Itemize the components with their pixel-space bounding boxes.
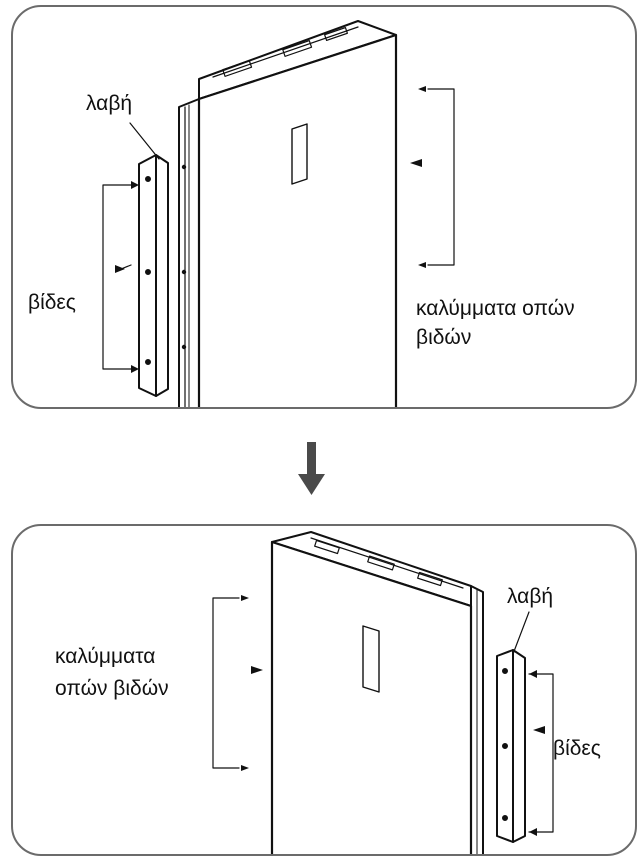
screw-icon [502, 668, 508, 674]
hole-covers-bracket [212, 597, 240, 769]
screws-bracket [528, 673, 554, 833]
screw-icon [529, 670, 545, 836]
step-1-illustration [102, 20, 455, 407]
hole-cover-icon [241, 595, 263, 771]
screw-icon [502, 743, 508, 749]
hole-covers-label-line2: οπών βιδών [55, 677, 169, 700]
screw-icon [145, 176, 151, 182]
handle [496, 649, 526, 843]
door-front-face [197, 33, 398, 407]
handle-label: λαβή [507, 585, 554, 608]
hole-covers-label-line1: καλύμματα [55, 645, 156, 668]
door-display-cutout [362, 625, 380, 693]
hole-covers-bracket [427, 88, 455, 266]
door-front-face [270, 540, 473, 854]
hole-cover-icon [410, 86, 426, 268]
door-side-edge [470, 585, 484, 854]
step-1-panel: λαβή βίδες καλύμματα οπών βιδών [11, 5, 637, 409]
handle-label-leader [129, 122, 160, 160]
step-2-illustration [212, 531, 554, 854]
door-display-cutout [291, 123, 308, 185]
hole-covers-label-line2: βιδών [416, 326, 472, 349]
screws-label: βίδες [553, 737, 601, 760]
hole-covers-label-line1: καλύμματα οπών [416, 297, 575, 320]
handle-label-leader [512, 611, 530, 655]
screw-icon [145, 359, 151, 365]
screw-icon [115, 181, 139, 373]
screws-label: βίδες [28, 291, 76, 314]
handle [138, 154, 169, 397]
handle-label: λαβή [86, 92, 133, 115]
screw-icon [502, 815, 508, 821]
screw-icon [145, 269, 151, 275]
step-2-panel: λαβή βίδες καλύμματα οπών βιδών [11, 524, 637, 856]
door-side-edge [178, 98, 200, 407]
